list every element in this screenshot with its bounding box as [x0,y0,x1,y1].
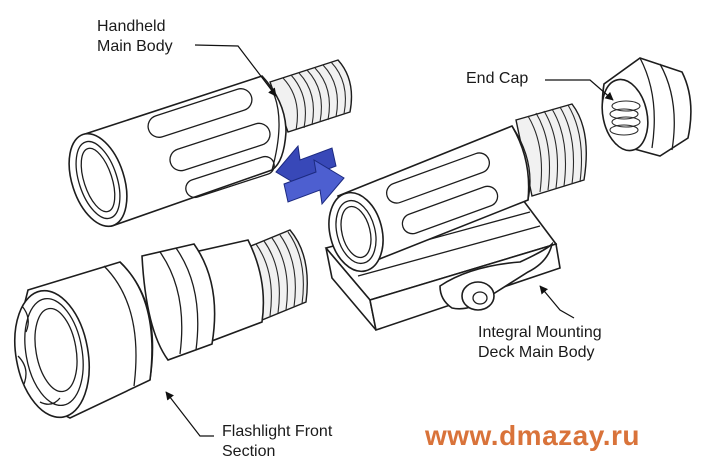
integral-mounting-deck-main-body [324,103,587,332]
flashlight-front-section [14,229,308,419]
handheld-main-body-label-line2: Main Body [97,38,173,55]
flashlight-front-section-label-line1: Flashlight Front [222,423,333,440]
watermark-url: www.dmazay.ru [425,420,640,451]
integral-mounting-deck-label-line2: Deck Main Body [478,344,595,361]
flashlight-front-section-label: Flashlight Front Section [222,422,332,462]
integral-mounting-deck-label: Integral Mounting Deck Main Body [478,323,602,363]
handheld-main-body-label: Handheld Main Body [97,17,173,57]
integral-mounting-deck-label-line1: Integral Mounting [478,324,602,341]
handheld-main-body [68,59,353,228]
spring [609,100,641,136]
end-cap [601,57,692,157]
end-cap-label-text: End Cap [466,70,529,87]
flashlight-front-section-label-line2: Section [222,443,276,460]
end-cap-label: End Cap [466,69,528,89]
swap-arrow-icon [275,144,345,206]
handheld-main-body-label-line1: Handheld [97,18,166,35]
leader-lines [165,44,614,437]
